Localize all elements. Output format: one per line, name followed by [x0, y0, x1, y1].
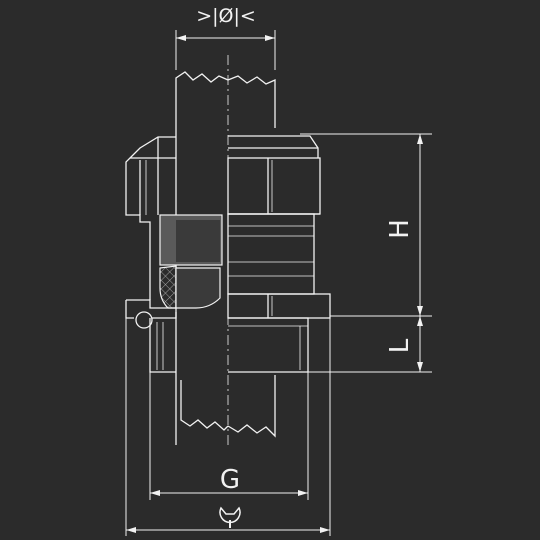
thread-length-label: L — [385, 338, 415, 353]
height-label: H — [385, 219, 415, 239]
gland-exterior-right — [227, 135, 331, 373]
thread-label: G — [220, 465, 240, 495]
o-ring — [135, 311, 153, 329]
dimension-lines — [125, 30, 432, 536]
clamping-cage — [159, 265, 177, 309]
wrench-icon — [219, 506, 241, 528]
gland-section-left — [125, 136, 223, 373]
diameter-label: >|Ø|< — [196, 5, 256, 27]
